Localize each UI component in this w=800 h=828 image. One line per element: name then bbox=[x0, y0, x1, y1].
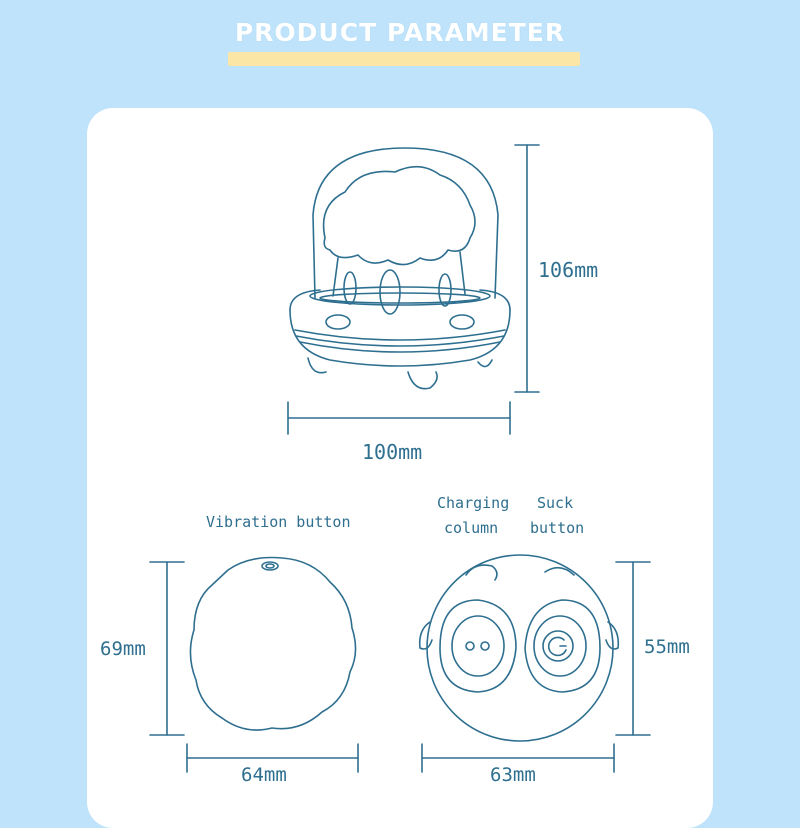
suck-button-callout-line2: button bbox=[530, 519, 585, 537]
title-wrap: PRODUCT PARAMETER bbox=[0, 18, 800, 66]
product-drawings bbox=[149, 144, 651, 773]
height-label-left: 69mm bbox=[100, 638, 146, 660]
vibration-button-callout: Vibration button bbox=[206, 513, 351, 531]
height-dimension-left bbox=[149, 561, 185, 736]
product-front-outline bbox=[418, 554, 620, 742]
content-card bbox=[87, 108, 713, 828]
page-title: PRODUCT PARAMETER bbox=[234, 18, 566, 47]
title-underline bbox=[228, 52, 580, 66]
suck-button-callout-line1: Suck bbox=[537, 494, 574, 512]
width-dimension-left bbox=[186, 743, 359, 773]
charging-column-callout-line1: Charging bbox=[437, 494, 510, 512]
height-dimension-right bbox=[615, 561, 651, 736]
charging-column-callout-line2: column bbox=[444, 519, 499, 537]
width-label-top: 100mm bbox=[362, 440, 423, 464]
width-dimension-right bbox=[421, 743, 615, 773]
product-side-illustration bbox=[289, 147, 511, 390]
height-label-right: 55mm bbox=[644, 636, 690, 658]
height-label-top: 106mm bbox=[538, 258, 599, 282]
product-bottom-outline bbox=[189, 556, 357, 731]
width-label-left: 64mm bbox=[241, 764, 287, 786]
width-dimension-top bbox=[287, 401, 511, 435]
height-dimension-top bbox=[514, 144, 540, 393]
width-label-right: 63mm bbox=[490, 764, 536, 786]
